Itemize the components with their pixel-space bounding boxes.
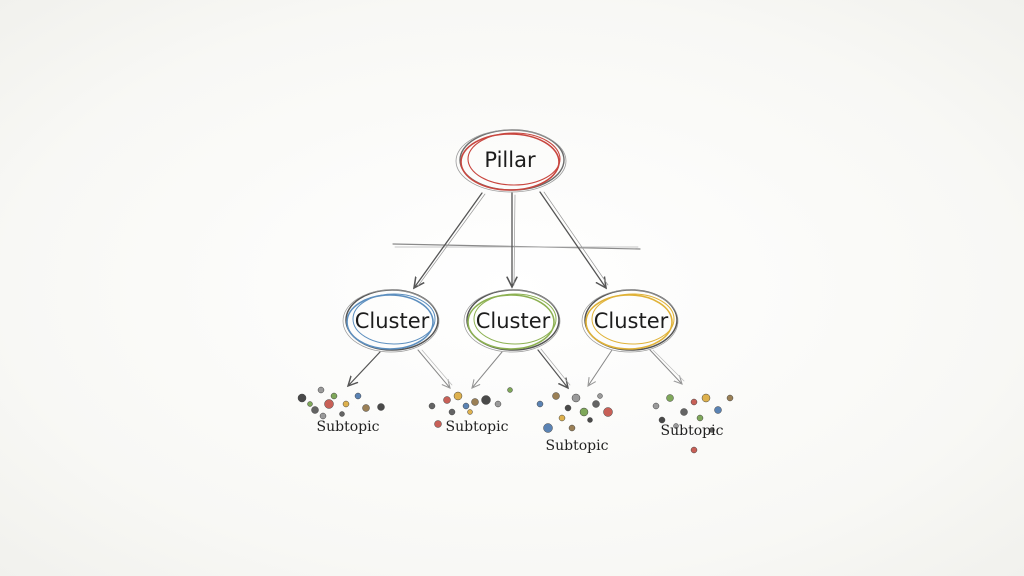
pillar-to-cluster-arrows	[414, 191, 609, 288]
subtopic-dot	[339, 411, 345, 417]
subtopic-dot	[673, 423, 679, 429]
subtopic-dot	[377, 403, 385, 411]
subtopic-dot	[443, 396, 451, 404]
subtopic-label-1: Subtopic	[317, 419, 380, 435]
subtopic-dot	[536, 400, 544, 408]
subtopic-dot	[462, 402, 470, 410]
subtopic-dot	[603, 407, 613, 417]
subtopic-dot	[507, 387, 513, 393]
pillar-node: Pillar	[455, 129, 567, 193]
subtopic-dot	[701, 393, 711, 403]
arrow-cluster1-subtopic2	[417, 349, 450, 388]
subtopic-dot	[494, 400, 502, 408]
subtopic-dot	[680, 408, 688, 416]
divider-line	[392, 243, 641, 250]
subtopic-dots	[297, 386, 734, 454]
subtopic-dot	[696, 414, 704, 422]
arrow-cluster1-subtopic1	[348, 351, 381, 386]
subtopic-dot	[666, 394, 674, 402]
subtopic-dot	[558, 414, 566, 422]
subtopic-dot	[319, 412, 327, 420]
subtopic-label-2: Subtopic	[446, 419, 509, 435]
cluster-node-1: Cluster	[342, 289, 440, 353]
arrow-cluster2-subtopic2	[472, 351, 503, 388]
cluster-label-1: Cluster	[355, 309, 430, 333]
subtopic-dot	[311, 406, 319, 414]
subtopic-dot	[579, 407, 589, 417]
subtopic-dot	[481, 395, 491, 405]
subtopic-dot	[714, 406, 722, 414]
cluster-label-3: Cluster	[594, 309, 669, 333]
cluster-to-subtopic-arrows	[348, 348, 685, 388]
subtopic-dot	[471, 398, 479, 406]
subtopic-dot	[297, 393, 307, 403]
subtopic-dot	[690, 446, 698, 454]
subtopic-dot	[571, 393, 581, 403]
cluster-label-2: Cluster	[476, 309, 551, 333]
subtopic-dot	[467, 409, 473, 415]
subtopic-dot	[428, 402, 436, 410]
arrow-pillar-cluster-1	[414, 192, 483, 288]
subtopic-dot	[552, 392, 560, 400]
subtopic-dot	[658, 416, 666, 424]
subtopic-dot	[434, 420, 442, 428]
arrow-cluster2-subtopic3	[537, 349, 568, 388]
subtopic-dot	[362, 404, 370, 412]
subtopic-dot	[709, 427, 715, 433]
subtopic-dot	[453, 391, 463, 401]
subtopic-dot	[652, 402, 660, 410]
subtopic-dot	[448, 408, 456, 416]
cluster-node-2: Cluster	[463, 289, 561, 353]
subtopic-dot	[568, 424, 576, 432]
subtopic-dot	[324, 399, 334, 409]
subtopic-dot	[564, 404, 572, 412]
subtopic-dot	[690, 398, 698, 406]
arrow-pillar-cluster-3	[539, 191, 606, 288]
arrow-cluster3-subtopic3	[588, 349, 613, 386]
subtopic-dot	[342, 400, 350, 408]
subtopic-dot	[726, 394, 734, 402]
subtopic-dot	[330, 392, 338, 400]
cluster-node-3: Cluster	[581, 289, 679, 353]
subtopic-dot	[543, 423, 553, 433]
subtopic-dot	[592, 400, 600, 408]
pillar-label: Pillar	[484, 148, 536, 172]
subtopic-dot	[307, 401, 313, 407]
subtopic-dot	[597, 393, 603, 399]
subtopic-dot	[587, 417, 593, 423]
arrow-cluster3-subtopic4	[649, 349, 682, 384]
subtopic-dot	[317, 386, 325, 394]
subtopic-dot	[354, 392, 362, 400]
subtopic-label-3: Subtopic	[546, 438, 609, 454]
subtopic-label-4: Subtopic	[661, 423, 724, 439]
